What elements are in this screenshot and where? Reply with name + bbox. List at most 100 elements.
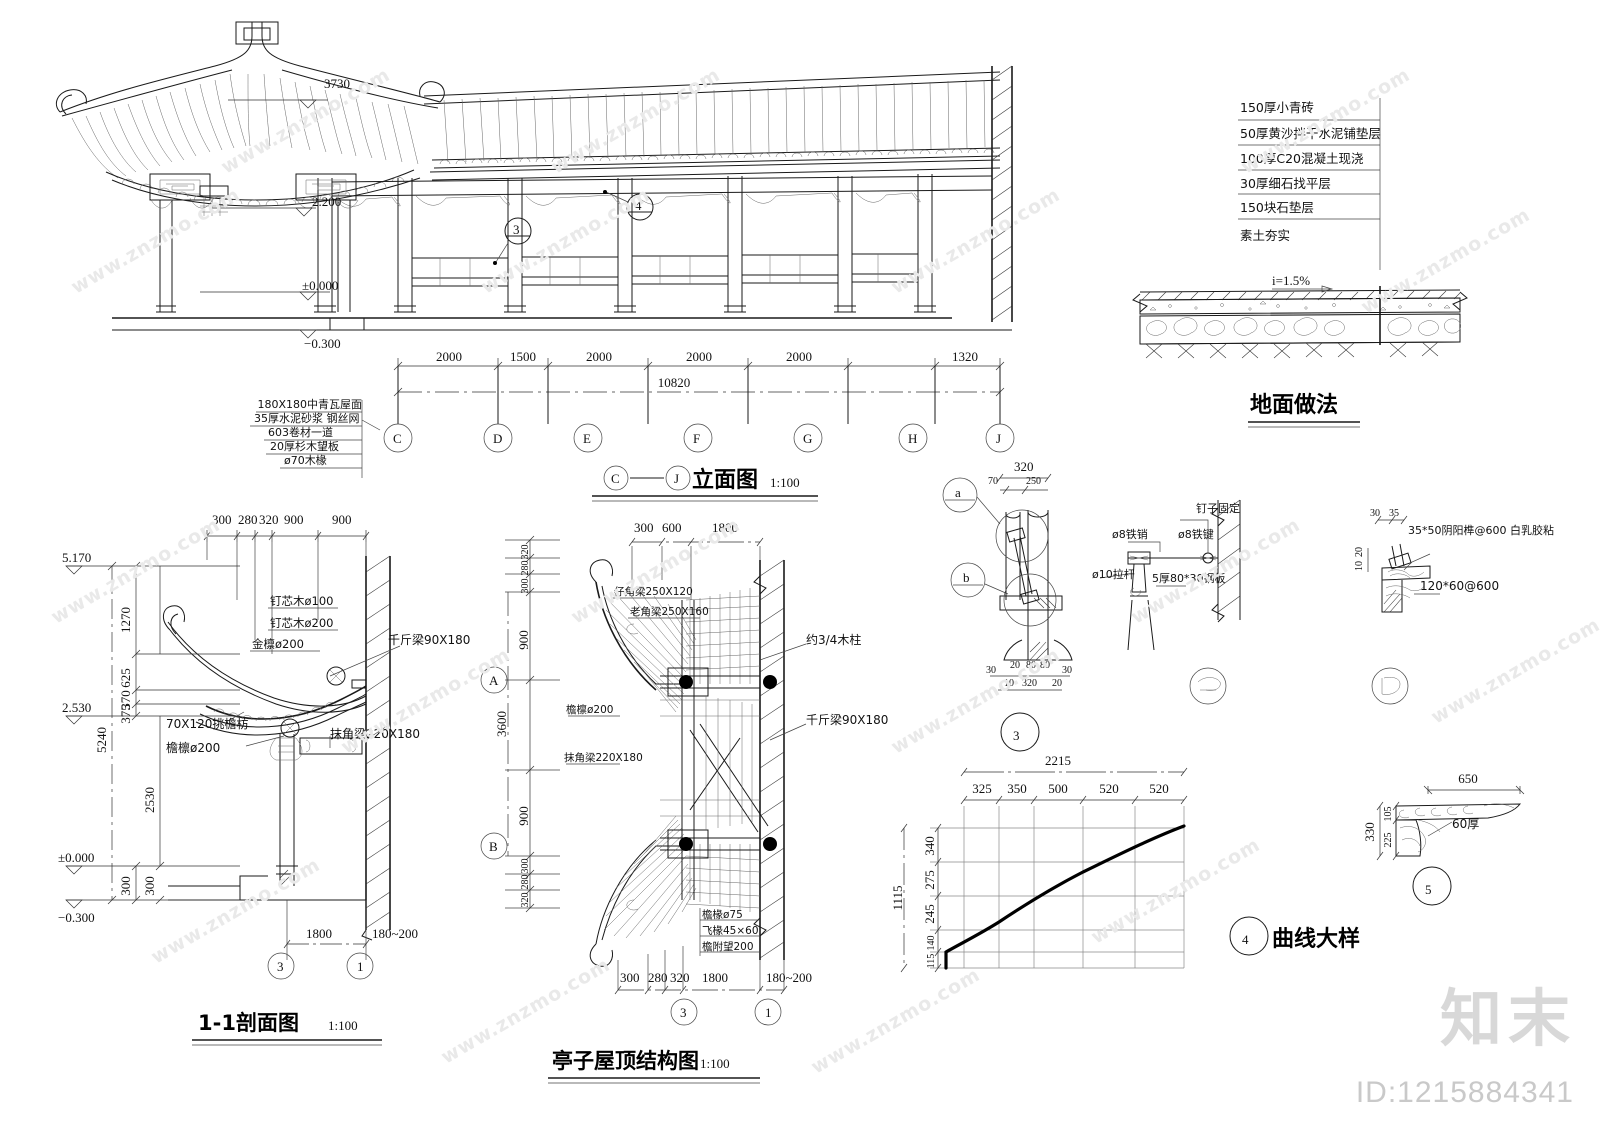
section-v-300a: 300 <box>118 876 133 896</box>
joint-node <box>763 837 777 851</box>
joint-node <box>763 675 777 689</box>
roof-dim-300: 300 <box>634 520 654 535</box>
section-bottom-180-200: 180~200 <box>372 926 418 941</box>
detailb-dim-35: 35 <box>1389 508 1399 519</box>
label-ding-xin-200: 钉芯木ø200 <box>270 616 334 630</box>
label-mo-jiao-liang-plan: 抹角梁220X180 <box>564 751 643 764</box>
roof-layer-4: 20厚杉木望板 <box>270 439 339 453</box>
roof-axis-A: A <box>489 673 499 688</box>
label-qian-jin-liang: 千斤梁90X180 <box>388 632 470 647</box>
section-bubble-1[interactable]: 1 <box>346 952 374 980</box>
roof-plan-axis-bubbles: A B <box>480 666 508 860</box>
elevation-bubble-3[interactable]: 3 <box>493 217 532 265</box>
roof-plan-member-labels: 仔角梁250X120 老角梁250X160 檐檩ø200 抹角梁220X180 … <box>564 585 888 956</box>
svg-text:J: J <box>674 471 679 486</box>
grid-label-C: C <box>393 431 402 446</box>
elevation-bubble-4[interactable]: 4 <box>603 190 654 221</box>
section-v-300b: 300 <box>142 876 157 896</box>
detail3-dim-250: 250 <box>1026 476 1041 487</box>
svg-text:C: C <box>611 471 620 486</box>
detail-5-bubble[interactable]: 5 <box>1412 866 1452 906</box>
curve-x-seg-1: 325 <box>972 781 992 796</box>
section-level-2530: 2.530 <box>62 700 91 715</box>
curve-y-seg-1: 340 <box>922 836 937 856</box>
label-qian-jin-liang-plan: 千斤梁90X180 <box>806 712 888 727</box>
detail3-dim-b1: 30 <box>986 665 996 676</box>
roof-plan-bubble-1[interactable]: 1 <box>754 998 782 1026</box>
curve-detail-chart: 2215 325 350 500 520 520 340 275 245 <box>890 753 1188 973</box>
label-iron-key: ø8铁键 <box>1178 527 1214 541</box>
roof-axis-B: B <box>489 839 498 854</box>
ground-layer-5: 150块石垫层 <box>1240 200 1314 215</box>
svg-text:1: 1 <box>357 959 364 974</box>
level-3730: 3730 <box>324 76 350 91</box>
ground-layer-2: 50厚黄沙拌干水泥铺垫层 <box>1240 126 1381 141</box>
label-batten-spacing: 120*60@600 <box>1420 579 1499 593</box>
detail3-dim-b4: 10 <box>1004 678 1014 689</box>
section-dim-280: 280 <box>238 512 258 527</box>
label-steel-plate: 5厚80*30钢板 <box>1152 571 1226 585</box>
detail-3-view: a b 320 70 250 30 20 80 10 320 20 30 80 <box>942 459 1073 691</box>
bubble-a-detail[interactable] <box>1189 667 1227 705</box>
roof-plan-left-dimensions: 320 280 300 900 900 300 280 320 3600 <box>494 535 560 913</box>
section-dim-320: 320 <box>259 512 279 527</box>
curve-x-seg-5: 520 <box>1149 781 1169 796</box>
dim-bay-3: 2000 <box>586 349 612 364</box>
label-yan-lin: 檐檩ø200 <box>166 740 220 755</box>
pavilion-roof <box>55 21 445 207</box>
elevation-title-cn: 立面图 <box>692 467 758 493</box>
label-yan-lin-plan: 檐檩ø200 <box>566 703 613 716</box>
dim-bay-4: 2000 <box>686 349 712 364</box>
roof-left-280a: 280 <box>520 561 531 576</box>
svg-text:3: 3 <box>1013 728 1020 743</box>
roof-layer-2: 35厚水泥砂浆 钢丝网 <box>254 411 360 425</box>
label-yan-fu-wang: 檐附望200 <box>702 940 754 953</box>
ground-layer-6: 素土夯实 <box>1240 228 1290 243</box>
detail-3-bubble[interactable]: 3 <box>1000 712 1040 752</box>
label-iron-pin: ø8铁销 <box>1112 527 1148 541</box>
roofp-dim-180-200: 180~200 <box>766 970 812 985</box>
svg-text:曲线大样: 曲线大样 <box>1272 926 1360 952</box>
grid-label-G: G <box>803 431 812 446</box>
roofp-dim-1800: 1800 <box>702 970 728 985</box>
pavilion-columns <box>149 173 359 313</box>
elevation-view <box>55 21 1013 339</box>
section-dim-900b: 900 <box>332 512 352 527</box>
section-level-0000: ±0.000 <box>58 850 94 865</box>
section-view <box>163 400 391 960</box>
label-nail-fixed: 钉子固定 <box>1196 501 1240 515</box>
roof-plan-bubble-3[interactable]: 3 <box>670 998 698 1026</box>
curve-x-seg-4: 520 <box>1099 781 1119 796</box>
section-bubble-3[interactable]: 3 <box>267 952 295 980</box>
roof-left-300b: 300 <box>520 859 531 874</box>
svg-text:4: 4 <box>635 198 642 213</box>
roof-plan-bottom-dimensions: 300 280 320 1800 180~200 <box>614 946 812 995</box>
dim-bay-5: 2000 <box>786 349 812 364</box>
label-fei-chuan: 飞椽45×60 <box>702 924 759 937</box>
roof-left-total: 3600 <box>494 711 509 737</box>
svg-text:1: 1 <box>765 1005 772 1020</box>
svg-text:5: 5 <box>1425 882 1432 897</box>
curve-y-seg-2: 275 <box>922 870 937 890</box>
roof-left-280b: 280 <box>520 875 531 890</box>
corridor-roof <box>423 71 1001 181</box>
label-zi-jiao-liang: 仔角梁250X120 <box>614 585 693 598</box>
ground-detail <box>1132 98 1468 359</box>
section-level-5170: 5.170 <box>62 550 91 565</box>
roof-plan-top-dimensions: 300 600 1800 <box>628 520 764 600</box>
roof-plan-scale: 1:100 <box>700 1056 730 1071</box>
section-v-375: 375 <box>118 704 133 724</box>
label-mo-jiao-liang: 抹角梁220X180 <box>330 726 420 741</box>
section-member-labels: 钉芯木ø100 钉芯木ø200 金檩ø200 千斤梁90X180 70X120挑… <box>166 594 470 755</box>
dim-bay-6: 1320 <box>952 349 978 364</box>
bubble-b-detail[interactable] <box>1371 667 1409 705</box>
detail3-dim-b6: 20 <box>1052 678 1062 689</box>
curve-detail-title: 4 曲线大样 <box>1229 916 1360 956</box>
curve-y-seg-5: 115 <box>926 954 937 969</box>
roof-left-900a: 900 <box>516 630 531 650</box>
curve-y-seg-3: 245 <box>922 904 937 924</box>
label-ding-xin-100: 钉芯木ø100 <box>270 594 334 608</box>
roof-layer-5: ø70木椽 <box>284 454 327 467</box>
roofp-dim-320: 320 <box>670 970 690 985</box>
